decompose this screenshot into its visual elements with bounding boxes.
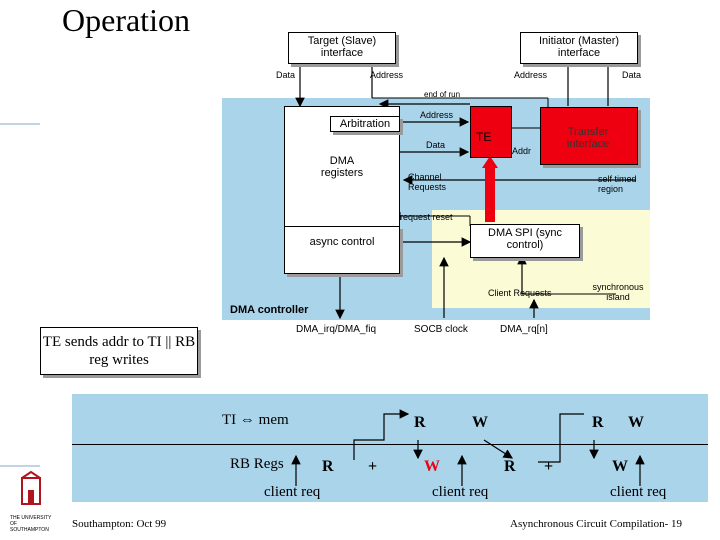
initiator-master-interface-box: Initiator (Master) interface: [520, 32, 638, 64]
row2-plus-1: +: [368, 458, 378, 475]
timeline-ti-label: TI ⇔ mem: [222, 412, 289, 428]
data-right-label: Data: [622, 70, 642, 80]
timeline-divider: [72, 444, 708, 445]
row1-r-1: R: [414, 414, 426, 431]
client-requests-label: Client Requests: [488, 288, 552, 298]
async-control-label: async control: [309, 236, 375, 248]
transfer-interface-label: Transfer interface: [566, 126, 610, 150]
slide-title: Operation: [62, 2, 190, 38]
request-reset-label: request reset: [400, 212, 453, 222]
timeline-rb-regs-label: RB Regs: [230, 456, 284, 472]
dma-irq-label: DMA_irq/DMA_fiq: [296, 324, 377, 335]
row1-w-2: W: [628, 414, 644, 431]
ti-text: TI: [222, 412, 237, 428]
socb-clock-label: SOCB clock: [414, 324, 468, 335]
address-inner-label: Address: [420, 110, 454, 120]
data-inner-label: Data: [426, 140, 446, 150]
row2-plus-2: +: [544, 458, 554, 475]
client-req-3: client req: [610, 484, 667, 500]
client-req-2: client req: [432, 484, 489, 500]
synchronous-island-label: synchronous island: [592, 282, 644, 302]
te-label: TE: [476, 130, 492, 144]
dma-registers-label: DMA registers: [320, 155, 364, 179]
dma-rq-label: DMA_rq[n]: [500, 324, 548, 335]
data-left-label: Data: [276, 70, 296, 80]
address-right-label: Address: [514, 70, 548, 80]
footer-left: Southampton: Oct 99: [72, 518, 167, 530]
timeline-panel: [72, 394, 708, 502]
university-logo-icon: [21, 470, 41, 505]
row2-r-1: R: [322, 458, 334, 475]
row2-w-1: W: [424, 458, 440, 475]
logo-text: THE UNIVERSITY OF SOUTHAMPTON: [10, 515, 52, 533]
footer-right: Asynchronous Circuit Compilation- 19: [510, 518, 683, 530]
self-timed-region-label: self timed region: [598, 174, 637, 194]
mem-text: mem: [258, 412, 289, 428]
dma-controller-label: DMA controller: [230, 304, 309, 316]
te-box: [470, 106, 512, 158]
async-control-box: async control: [284, 226, 400, 274]
dma-spi-box: DMA SPI (sync control): [470, 224, 580, 258]
arbitration-box: Arbitration: [330, 116, 400, 132]
note-box: TE sends addr to TI || RB reg writes: [40, 327, 198, 375]
row1-w-1: W: [472, 414, 488, 431]
addr-label: Addr: [512, 146, 532, 156]
row2-w-2: W: [612, 458, 628, 475]
channel-requests-label: Channel Requests: [408, 172, 447, 192]
row2-r-2: R: [504, 458, 516, 475]
end-of-run-label: end of run: [424, 90, 461, 99]
address-left-label: Address: [370, 70, 404, 80]
target-slave-interface-box: Target (Slave) interface: [288, 32, 396, 64]
row1-r-2: R: [592, 414, 604, 431]
transfer-interface-box: [540, 107, 638, 165]
client-req-1: client req: [264, 484, 321, 500]
